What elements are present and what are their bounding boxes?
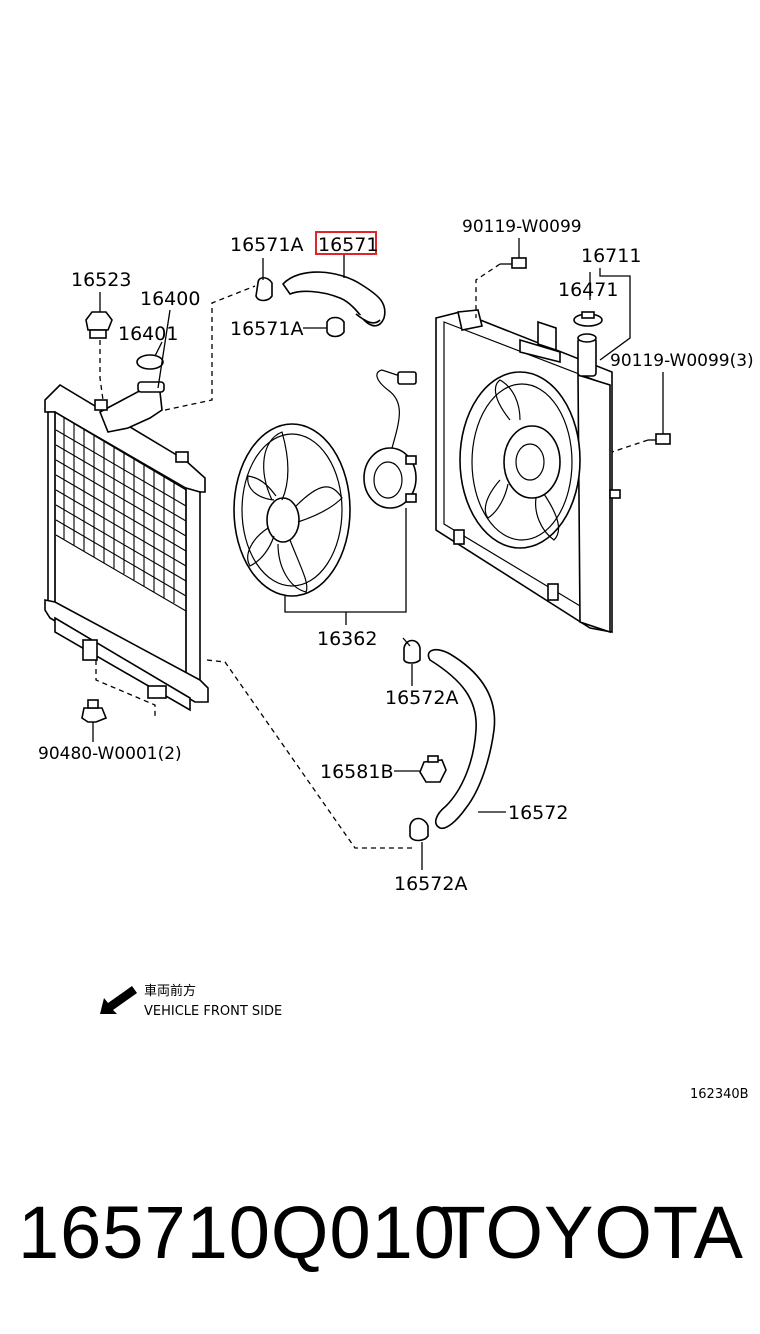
- clamp-16572A-top: [402, 637, 421, 686]
- label-16571A-top[interactable]: 16571A: [230, 234, 303, 256]
- label-16400[interactable]: 16400: [140, 288, 200, 310]
- part-16523-plug: [85, 292, 113, 339]
- label-16523[interactable]: 16523: [71, 269, 131, 291]
- label-16401[interactable]: 16401: [118, 323, 178, 345]
- clamp-16571A-top: [255, 258, 273, 302]
- footer-bar: 165710Q010 TOYOTA: [0, 1188, 760, 1278]
- hose-16571: [281, 271, 386, 327]
- label-90480[interactable]: 90480-W0001(2): [38, 744, 182, 764]
- bolt-90119-top: [500, 238, 527, 269]
- diagram-reference-number: 162340B: [690, 1087, 749, 1102]
- label-90119-top[interactable]: 90119-W0099: [462, 217, 582, 237]
- part-16401-cap: [136, 341, 164, 370]
- radiator-core-fins: [55, 418, 187, 612]
- label-16711[interactable]: 16711: [581, 245, 641, 267]
- fan-shroud: [435, 309, 621, 634]
- radiator-assembly: [44, 381, 209, 712]
- highlight-box-16571: [315, 231, 377, 255]
- front-note-english: VEHICLE FRONT SIDE: [144, 1004, 282, 1019]
- label-16572A-top[interactable]: 16572A: [385, 687, 458, 709]
- label-90119-right[interactable]: 90119-W0099(3): [610, 351, 754, 371]
- fan-motor: [363, 369, 417, 509]
- vehicle-front-indicator: 車両前方 VEHICLE FRONT SIDE: [100, 983, 282, 1019]
- part-16471-cap: [573, 311, 603, 327]
- clip-16581B: [394, 755, 447, 783]
- hose-16572: [427, 648, 496, 830]
- front-note-japanese: 車両前方: [144, 983, 196, 999]
- footer-part-number: 165710Q010: [18, 1191, 456, 1274]
- part-90480-mount: [81, 699, 108, 742]
- label-16572[interactable]: 16572: [508, 802, 568, 824]
- label-16572A-bottom[interactable]: 16572A: [394, 873, 467, 895]
- label-16362[interactable]: 16362: [317, 628, 377, 650]
- bolt-90119-right: [648, 372, 671, 445]
- label-16571[interactable]: 16571: [318, 234, 378, 256]
- footer-brand-name: TOYOTA: [440, 1191, 744, 1274]
- label-16581B[interactable]: 16581B: [320, 761, 393, 783]
- clamp-16572A-bottom: [409, 817, 429, 870]
- clamp-16571A-bottom: [303, 316, 345, 338]
- front-direction-arrow-icon: [100, 986, 137, 1014]
- fan-16362: [233, 423, 351, 597]
- label-16571A-bottom[interactable]: 16571A: [230, 318, 303, 340]
- label-16471[interactable]: 16471: [558, 279, 618, 301]
